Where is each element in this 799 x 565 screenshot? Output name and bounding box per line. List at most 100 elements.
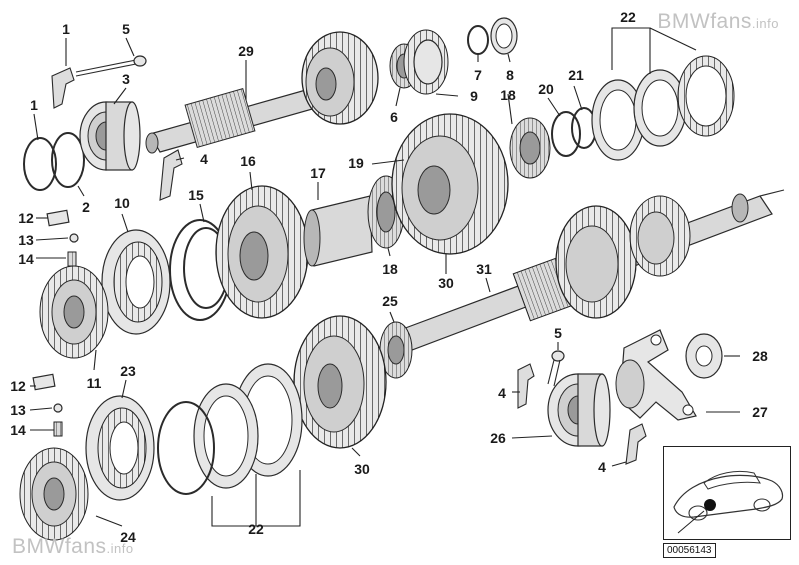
output-flange-27 — [615, 329, 697, 421]
label-6: 6 — [390, 109, 398, 125]
label-8: 8 — [506, 67, 514, 83]
label-4-lower-b: 4 — [598, 459, 606, 475]
plate-12-upper — [46, 209, 70, 227]
countershaft-31 — [399, 189, 785, 351]
sleeve-10 — [101, 229, 171, 335]
label-4-middle: 4 — [200, 151, 208, 167]
watermark-bottom-brand: BMW — [12, 535, 65, 558]
retainer-plate-4-upper — [51, 67, 75, 109]
gear-30-lower — [293, 315, 387, 449]
label-18-middle: 18 — [382, 261, 398, 277]
label-3: 3 — [122, 71, 130, 87]
circlip-7 — [467, 25, 489, 55]
watermark-bottom-tld: .info — [106, 541, 134, 556]
retainer-plate-4-lower-a — [517, 363, 535, 409]
shim-2 — [51, 132, 85, 188]
watermark-top-brand: BMW — [657, 10, 711, 33]
label-27: 27 — [752, 404, 768, 420]
spring-14-lower — [53, 421, 63, 437]
bolt-5-lower — [547, 350, 565, 387]
retainer-plate-4-middle — [159, 149, 183, 201]
watermark-top: BMWfans.info — [657, 10, 779, 34]
leader-lines — [29, 27, 740, 527]
circlip-1 — [23, 137, 57, 191]
input-shaft-29 — [145, 85, 331, 154]
label-17: 17 — [310, 165, 326, 181]
watermark-bottom: BMWfans.info — [12, 535, 134, 559]
label-29: 29 — [238, 43, 254, 59]
label-4-top: 1 — [62, 21, 70, 37]
label-12-upper: 12 — [18, 210, 34, 226]
synchro-set-22-lower — [157, 363, 303, 495]
label-30-upper: 30 — [438, 275, 454, 291]
left-synchro-group — [39, 209, 171, 359]
label-30-lower: 30 — [354, 461, 370, 477]
output-end-group — [517, 329, 723, 465]
synchro-ring-9 — [403, 29, 449, 95]
middle-gear-group — [159, 113, 509, 321]
plate-12-lower — [32, 373, 56, 391]
spring-14-upper — [67, 251, 77, 267]
label-18-top: 18 — [500, 87, 516, 103]
bearing-26 — [547, 373, 611, 447]
label-1: 1 — [30, 97, 38, 113]
nut-28 — [685, 333, 723, 379]
label-4-lower-a: 4 — [498, 385, 506, 401]
label-20: 20 — [538, 81, 554, 97]
input-shaft-assembly — [23, 17, 518, 191]
label-22-top: 22 — [620, 9, 636, 25]
label-5-lower: 5 — [554, 325, 562, 341]
bolt-5-upper — [75, 55, 147, 77]
diagram-part-number: 00056143 — [663, 543, 716, 558]
gear-19 — [391, 113, 509, 255]
lower-gear-group — [19, 315, 413, 541]
label-22-lower: 22 — [248, 521, 264, 537]
label-15: 15 — [188, 187, 204, 203]
drive-gear-upper — [301, 31, 379, 125]
spacer-20 — [551, 111, 581, 157]
car-outline-icon — [673, 470, 784, 534]
label-28: 28 — [752, 348, 768, 364]
gearbox-location-marker — [704, 499, 716, 511]
label-26: 26 — [490, 430, 506, 446]
hub-24 — [19, 447, 89, 541]
part-labels: 1 5 3 1 2 29 6 7 8 9 18 22 20 21 4 15 16… — [10, 9, 768, 545]
label-23: 23 — [120, 363, 136, 379]
needle-bearing-18-upper — [509, 117, 551, 179]
label-19: 19 — [348, 155, 364, 171]
cluster-gear-large — [555, 205, 637, 319]
label-21: 21 — [568, 67, 584, 83]
shaft-sleeve-17 — [303, 195, 373, 267]
vehicle-location-inset — [663, 446, 791, 540]
washer-8 — [490, 17, 518, 55]
label-31: 31 — [476, 261, 492, 277]
sleeve-23 — [85, 395, 155, 501]
watermark-top-tld: .info — [751, 16, 779, 31]
ball-13-upper — [69, 233, 79, 243]
gear-16 — [215, 185, 309, 319]
label-7: 7 — [474, 67, 482, 83]
watermark-bottom-domain: fans — [64, 535, 107, 558]
label-24: 24 — [120, 529, 136, 545]
retainer-plate-4-lower-b — [625, 423, 647, 465]
ball-13-lower — [53, 403, 63, 413]
label-9: 9 — [470, 88, 478, 104]
label-11: 11 — [87, 375, 102, 391]
label-16: 16 — [240, 153, 256, 169]
synchro-ring-15 — [169, 219, 231, 321]
cluster-gear-small — [629, 195, 691, 277]
synchro-set-22-upper — [591, 55, 735, 161]
label-5-top: 5 — [122, 21, 130, 37]
upper-right-synchro-group — [509, 55, 735, 179]
label-14-lower: 14 — [10, 422, 26, 438]
hub-11 — [39, 265, 109, 359]
label-12-lower: 12 — [10, 378, 26, 394]
watermark-top-domain: fans — [710, 10, 752, 33]
label-14-upper: 14 — [18, 251, 34, 267]
label-13-lower: 13 — [10, 402, 26, 418]
label-10: 10 — [114, 195, 130, 211]
ball-bearing-3 — [79, 101, 141, 171]
label-2: 2 — [82, 199, 90, 215]
